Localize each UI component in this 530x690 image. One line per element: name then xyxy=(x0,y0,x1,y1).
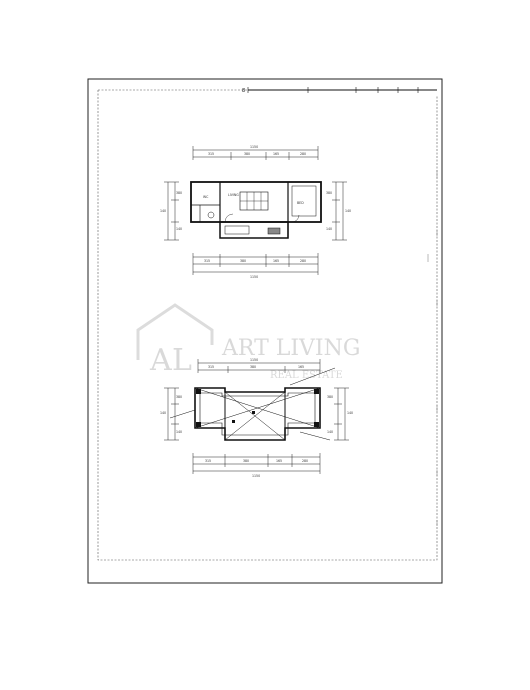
upper-dim-top-1: 315 xyxy=(208,152,214,156)
watermark: A L ART LIVING REAL ESTATE xyxy=(136,303,360,381)
upper-dim-left-1: 140 xyxy=(160,209,166,213)
upper-room-living: LIVING xyxy=(228,193,239,197)
lower-dim-bot-total: 1150 xyxy=(252,474,260,478)
lower-dim-right-2: 380 xyxy=(327,395,333,399)
lower-dim-bot-3: 165 xyxy=(276,459,282,463)
lower-dim-right-3: 140 xyxy=(327,430,333,434)
upper-dim-bot-4: 280 xyxy=(300,259,306,263)
svg-text:A: A xyxy=(149,343,172,378)
title-strip: 8 xyxy=(242,87,437,94)
upper-dim-bot-1: 315 xyxy=(204,259,210,263)
lower-dim-bot-4: 280 xyxy=(302,459,308,463)
inner-frame xyxy=(97,90,438,561)
upper-dim-left-2: 380 xyxy=(176,191,182,195)
upper-dim-right-2: 380 xyxy=(326,191,332,195)
upper-floor-plan: 1150 315 380 165 280 WC LIVING BED xyxy=(160,145,351,279)
watermark-house-icon xyxy=(136,303,214,360)
lower-roof-plan: 1150 315 380 165 xyxy=(160,358,353,478)
lower-dim-bot-2: 380 xyxy=(243,459,249,463)
watermark-sub-text: REAL ESTATE xyxy=(270,370,343,381)
lower-dim-top-total: 1150 xyxy=(250,358,258,362)
upper-dim-right-1: 140 xyxy=(345,209,351,213)
lower-dim-left-2: 380 xyxy=(176,395,182,399)
lower-dim-left-3: 140 xyxy=(176,430,182,434)
upper-dim-bot-3: 165 xyxy=(273,259,279,263)
edge-marks xyxy=(427,170,438,526)
lower-dim-top-2: 380 xyxy=(250,365,256,369)
upper-dim-bot-2: 380 xyxy=(240,259,246,263)
lower-dim-top-1: 315 xyxy=(208,365,214,369)
outer-frame xyxy=(87,78,443,584)
lower-dim-left-1: 140 xyxy=(160,411,166,415)
svg-text:L: L xyxy=(172,343,192,378)
upper-dim-top-total: 1150 xyxy=(250,145,258,149)
upper-dim-top xyxy=(192,146,319,160)
upper-room-wc: WC xyxy=(203,195,209,199)
upper-dim-right-3: 140 xyxy=(326,227,332,231)
upper-dim-top-4: 280 xyxy=(300,152,306,156)
lower-dim-right-1: 140 xyxy=(347,411,353,415)
upper-dim-left-3: 140 xyxy=(176,227,182,231)
title-mark: 8 xyxy=(242,88,245,94)
lower-dim-top-3: 165 xyxy=(298,365,304,369)
upper-dim-bot-total: 1150 xyxy=(250,275,258,279)
lower-dim-bot-1: 315 xyxy=(205,459,211,463)
upper-room-bed: BED xyxy=(297,201,304,205)
watermark-logo-text: ART LIVING xyxy=(221,336,360,361)
upper-dim-top-2: 380 xyxy=(244,152,250,156)
upper-dim-top-3: 165 xyxy=(273,152,279,156)
